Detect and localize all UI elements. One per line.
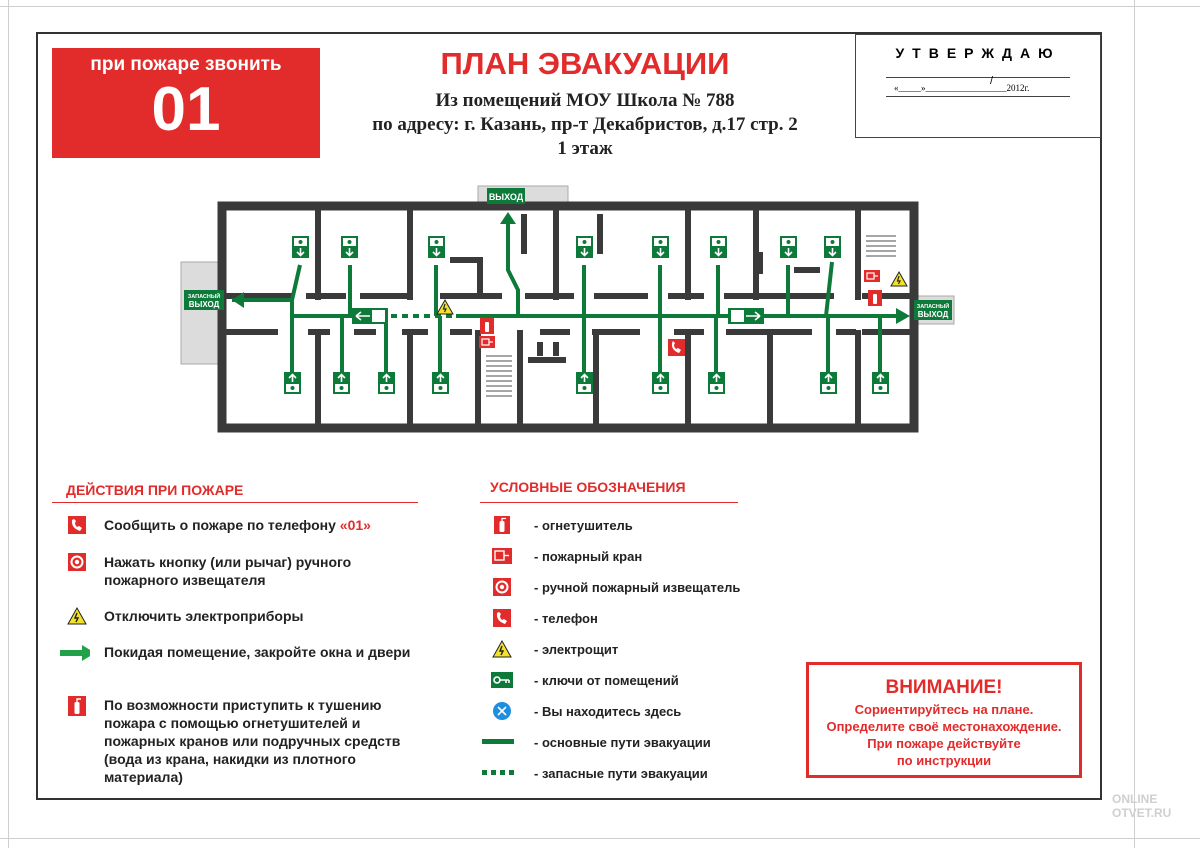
staircase-north-east: [866, 235, 896, 257]
action-item-alarm: Нажать кнопку (или рычаг) ручного пожарн…: [64, 553, 424, 589]
watermark-logo: ONLINE OTVET.RU: [1090, 792, 1171, 820]
action-item-electricity: Отключить электроприборы: [64, 607, 424, 629]
legend-item-keys: - ключи от помещений: [490, 669, 790, 691]
trim-line-top: [0, 6, 1200, 7]
legend-item-main-route: - основные пути эвакуации: [482, 731, 790, 753]
legend-text-phone: - телефон: [534, 610, 598, 626]
exit-sign-east: ЗАПАСНЫЙ ВЫХОД: [914, 300, 952, 320]
spare-exit-east-line2: ВЫХОД: [918, 310, 949, 319]
legend-item-you-are-here: - Вы находитесь здесь: [490, 700, 790, 722]
signature-line: [886, 77, 1070, 78]
legend-item-spare-route: - запасные пути эвакуации: [482, 762, 790, 784]
spare-exit-east-line1: ЗАПАСНЫЙ: [917, 302, 949, 310]
approval-box: УТВЕРЖДАЮ / «_____»__________________201…: [855, 34, 1101, 138]
attention-line-1: Сориентируйтесь на плане.: [854, 702, 1034, 717]
watermark-line-1: ONLINE: [1112, 792, 1158, 806]
actions-title: ДЕЙСТВИЯ ПРИ ПОЖАРЕ: [66, 482, 244, 498]
plan-sheet-border: [36, 32, 1102, 800]
legend-title: УСЛОВНЫЕ ОБОЗНАЧЕНИЯ: [490, 479, 686, 495]
hydrant-marker-2: [863, 269, 881, 283]
trim-line-right: [1134, 0, 1135, 848]
emergency-call-box: при пожаре звонить 01: [52, 48, 320, 158]
electric-panel-icon: [490, 640, 514, 658]
staircase-south: [486, 355, 512, 397]
legend-text-electric-panel: - электрощит: [534, 641, 619, 657]
extinguisher-marker-2: [868, 290, 882, 306]
exit-sign-west: ЗАПАСНЫЙ ВЫХОД: [184, 290, 224, 310]
interior-walls: [226, 210, 910, 424]
attention-box: ВНИМАНИЕ! Сориентируйтесь на плане. Опре…: [806, 662, 1082, 778]
action-text-alarm: Нажать кнопку (или рычаг) ручного пожарн…: [104, 554, 352, 588]
approval-heading: УТВЕРЖДАЮ: [895, 45, 1061, 61]
corridor-sign-east: [728, 308, 764, 324]
legend-text-hydrant: - пожарный кран: [534, 548, 643, 564]
call-number: 01: [151, 75, 221, 144]
plan-subtitle: Из помещений МОУ Школа № 788 по адресу: …: [300, 89, 870, 161]
action-item-extinguish: По возможности приступить к тушению пожа…: [64, 696, 424, 786]
attention-line-3: При пожаре действуйте: [867, 736, 1021, 751]
page-title: ПЛАН ЭВАКУАЦИИ: [440, 46, 730, 81]
legend-item-electric-panel: - электрощит: [490, 638, 790, 660]
legend-text-main-route: - основные пути эвакуации: [534, 734, 711, 750]
attention-body: Сориентируйтесь на плане. Определите сво…: [809, 701, 1079, 769]
legend-item-hydrant: - пожарный кран: [490, 545, 790, 567]
action-text-leave-room: Покидая помещение, закройте окна и двери: [104, 644, 411, 660]
fire-hydrant-icon: [490, 548, 514, 564]
corridor-sign-west: [352, 308, 388, 324]
legend-text-alarm-button: - ручной пожарный извещатель: [534, 579, 741, 595]
legend-text-extinguisher: - огнетушитель: [534, 517, 633, 533]
spare-exit-west-line1: ЗАПАСНЫЙ: [188, 292, 220, 300]
extinguisher-icon: [490, 516, 514, 534]
arrow-icon: [60, 643, 90, 665]
exit-sign-north: ВЫХОД: [487, 188, 525, 204]
action-text-call: Сообщить о пожаре по телефону: [104, 517, 340, 533]
main-evacuation-routes: [240, 218, 900, 372]
date-underline: [886, 96, 1070, 97]
electric-hazard-icon: [64, 607, 90, 629]
phone-icon: [490, 609, 514, 627]
trim-line-bottom: [0, 838, 1200, 839]
legend-item-extinguisher: - огнетушитель: [490, 514, 790, 536]
fire-alarm-button-icon: [490, 578, 514, 596]
approval-date-line: «_____»__________________2012г.: [894, 83, 1030, 93]
legend-title-underline: [480, 502, 738, 503]
call-label: при пожаре звонить: [90, 54, 282, 75]
subtitle-line-address: по адресу: г. Казань, пр-т Декабристов, …: [372, 114, 798, 135]
west-arrow-head: [232, 292, 244, 308]
fire-alarm-button-icon: [64, 553, 90, 575]
subtitle-line-floor: 1 этаж: [557, 138, 613, 159]
phone-icon: [64, 516, 90, 538]
attention-line-4: по инструкции: [896, 753, 992, 768]
action-item-call: Сообщить о пожаре по телефону «01»: [64, 516, 424, 538]
signature-slash: /: [990, 75, 994, 87]
action-call-number: «01»: [339, 517, 371, 533]
phone-marker: [668, 339, 685, 356]
legend-item-phone: - телефон: [490, 607, 790, 629]
extinguisher-icon: [64, 696, 90, 718]
legend-text-keys: - ключи от помещений: [534, 672, 679, 688]
action-item-leave-room: Покидая помещение, закройте окна и двери: [60, 643, 424, 665]
hydrant-marker-1: [478, 335, 496, 349]
main-route-icon: [482, 739, 514, 745]
action-text-extinguish: По возможности приступить к тушению пожа…: [104, 697, 401, 785]
action-text-electricity: Отключить электроприборы: [104, 608, 304, 624]
spare-route-icon: [482, 770, 514, 776]
north-arrow-head: [500, 212, 516, 224]
legend-text-spare-route: - запасные пути эвакуации: [534, 765, 708, 781]
room-keys-icon: [490, 672, 514, 688]
exit-label-north: ВЫХОД: [489, 192, 524, 202]
trim-line-left: [8, 0, 9, 848]
you-are-here-icon: [490, 701, 514, 721]
legend-item-alarm-button: - ручной пожарный извещатель: [490, 576, 790, 598]
east-arrow-head: [896, 308, 910, 324]
actions-title-underline: [52, 502, 418, 503]
legend-text-you-are-here: - Вы находитесь здесь: [534, 703, 682, 719]
attention-line-2: Определите своё местонахождение.: [826, 719, 1062, 734]
extinguisher-marker-1: [480, 318, 494, 334]
attention-heading: ВНИМАНИЕ!: [885, 677, 1003, 698]
watermark-line-2: OTVET.RU: [1112, 806, 1172, 820]
subtitle-line-school: Из помещений МОУ Школа № 788: [435, 90, 735, 111]
spare-exit-west-line2: ВЫХОД: [189, 300, 220, 309]
